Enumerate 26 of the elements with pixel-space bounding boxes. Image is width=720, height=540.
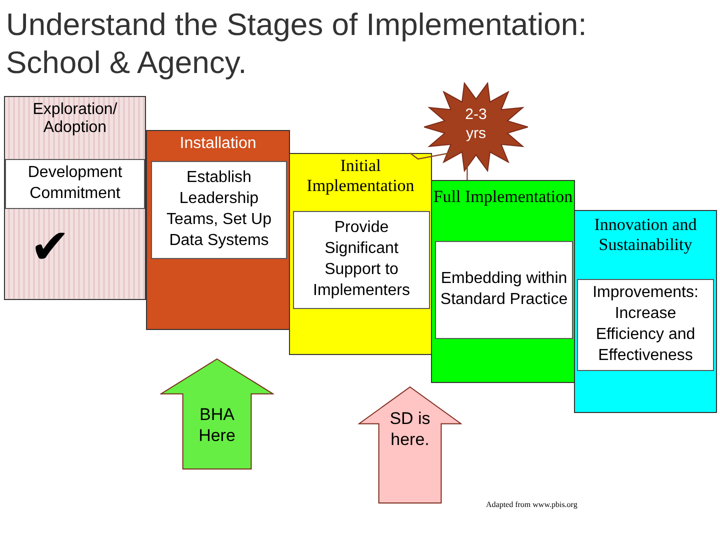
slide-title: Understand the Stages of Implementation: School & Agency. [6,6,588,82]
check-mark: ✔ [30,220,70,275]
stage-column [146,130,290,330]
stage-heading: Full Implementation [432,187,574,207]
block-arrow [358,386,462,504]
step-box: Improvements: Increase Efficiency and Effectiveness [577,279,714,371]
stage-heading: Exploration/ Adoption [32,101,118,137]
leader-line [466,152,468,181]
stage-heading: Innovation and Sustainability [593,215,698,255]
leader-line [410,151,456,160]
stage-heading: Initial Implementation [306,156,416,196]
stage-column [4,96,146,300]
block-arrow [160,358,274,470]
stage-column [431,180,575,383]
step-box: Development Commitment [5,159,145,209]
stage-column [574,210,717,413]
starburst [424,82,528,172]
duration-label: 2-3 yrs [464,106,488,144]
stage-column [289,153,432,355]
arrow-label: SD is here. [388,408,432,450]
step-box: Establish Leadership Teams, Set Up Data Systems [151,161,287,259]
stage-heading: Installation [178,135,258,153]
step-box: Embedding within Standard Practice [435,241,573,339]
step-box: Provide Significant Support to Implementers [293,211,430,309]
arrow-label: BHA Here [198,404,236,446]
source-note: Adapted from www.pbis.org [486,500,578,509]
